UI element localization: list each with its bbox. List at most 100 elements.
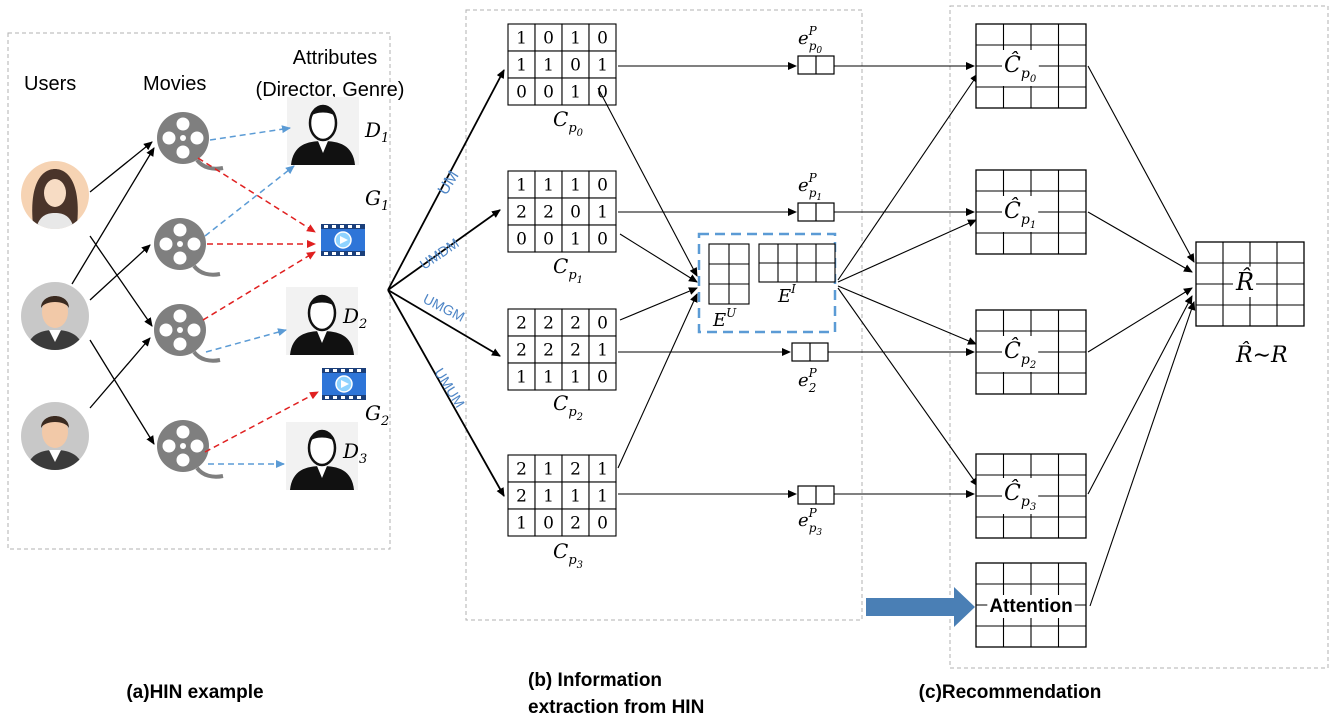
- matrix-cell-value: 2: [570, 514, 581, 534]
- recon-p0-label: Ĉp0: [1004, 51, 1037, 85]
- rating-matrix: [1195, 241, 1305, 327]
- metapath-umgm-label: UMGM: [421, 290, 468, 324]
- attention-label: Attention: [989, 596, 1072, 617]
- recon-p1-label: Ĉp1: [1004, 197, 1036, 231]
- attributes-subheader: (Director, Genre): [256, 79, 405, 101]
- matrix-cell-value: 1: [516, 368, 527, 388]
- matrix-cell-value: 1: [597, 203, 608, 223]
- recon-rating-edges: [1087, 65, 1196, 607]
- matrix-cell: [507, 50, 536, 79]
- matrix-cell: [561, 362, 590, 391]
- matrix-cell-value: 2: [543, 314, 554, 334]
- matrix-cell-value: 1: [516, 29, 527, 49]
- matrix-cell-value: 1: [570, 83, 581, 103]
- r-hat-approx-label: R̂∼R: [1235, 342, 1288, 368]
- matrix-cell-value: 2: [516, 460, 527, 480]
- matrix-cell-value: 0: [570, 56, 581, 76]
- ei-recon-edges: [837, 73, 979, 487]
- matrix-cell: [588, 481, 617, 510]
- matrix-cell: [534, 308, 563, 337]
- c-p2-label: Cp2: [553, 391, 583, 423]
- matrix-cell-value: 0: [543, 230, 554, 250]
- d1-label: D1: [364, 118, 389, 146]
- matrix-cell: [588, 335, 617, 364]
- matrix-cell-value: 1: [570, 487, 581, 507]
- label-backdrop: [1002, 50, 1039, 86]
- matrix-cell-value: 2: [543, 341, 554, 361]
- matrix-cell: [534, 77, 563, 106]
- film-reel-icon: [152, 302, 222, 363]
- metapath-umum-label: UMUM: [431, 365, 468, 410]
- c-p0-label: Cp0: [553, 107, 584, 139]
- g2-label: G2: [365, 401, 389, 429]
- matrix-cell-value: 0: [597, 29, 608, 49]
- matrix-cell-value: 0: [570, 203, 581, 223]
- matrix-cell-value: 0: [543, 514, 554, 534]
- embedding-vectors: [791, 55, 835, 505]
- matrix-cell-value: 0: [543, 29, 554, 49]
- panel-b-border: [465, 9, 863, 621]
- matrix-cell-value: 0: [597, 368, 608, 388]
- matrix-cell: [588, 77, 617, 106]
- eu-label: EU: [712, 306, 737, 331]
- recon-p2-label: Ĉp2: [1004, 337, 1036, 371]
- matrix-cell-value: 0: [597, 230, 608, 250]
- matrix-cell-value: 1: [597, 341, 608, 361]
- ei-label: EI: [777, 282, 796, 307]
- matrix-cell: [561, 170, 590, 199]
- label-backdrop: [1002, 336, 1039, 372]
- matrix-cell-value: 1: [516, 56, 527, 76]
- matrix-cell: [507, 454, 536, 483]
- matrix-cell: [534, 508, 563, 537]
- label-backdrop: [987, 595, 1075, 618]
- matrix-embedding-edges: [618, 62, 797, 498]
- matrix-cell-value: 2: [516, 203, 527, 223]
- matrix-cell: [588, 224, 617, 253]
- label-backdrop: [1002, 196, 1039, 232]
- matrix-cell-value: 1: [543, 56, 554, 76]
- matrix-cell-value: 2: [516, 314, 527, 334]
- matrix-cell-value: 1: [570, 230, 581, 250]
- metapath-umdm-label: UMDM: [417, 235, 462, 273]
- film-reel-icon: [155, 110, 225, 171]
- matrix-cell-value: 0: [516, 230, 527, 250]
- matrix-cell: [588, 170, 617, 199]
- matrix-cell: [561, 481, 590, 510]
- attention-arrow: [866, 587, 975, 627]
- matrix-cell: [561, 508, 590, 537]
- movies-header: Movies: [143, 73, 206, 95]
- matrix-cell-value: 2: [570, 314, 581, 334]
- male-user-avatar-icon: [21, 402, 89, 476]
- embedding-recon-edges: [828, 62, 975, 498]
- matrix-cell: [588, 454, 617, 483]
- matrix-cell-value: 1: [543, 368, 554, 388]
- c-p3-label: Cp3: [553, 539, 583, 571]
- matrix-cell: [534, 335, 563, 364]
- matrix-cell: [507, 224, 536, 253]
- ei-matrix: [758, 243, 836, 283]
- matrix-eu-edges: [597, 87, 698, 469]
- director-avatar-icon: [285, 95, 361, 167]
- r-hat-label: R̂: [1235, 268, 1254, 296]
- d3-label: D3: [342, 439, 367, 467]
- user-item-embedding-box: [697, 232, 837, 334]
- matrix-cell-value: 1: [570, 29, 581, 49]
- matrix-cell-value: 1: [570, 176, 581, 196]
- matrix-cell: [507, 197, 536, 226]
- panel-a-caption: (a)HIN example: [126, 682, 263, 703]
- matrix-cell: [588, 197, 617, 226]
- matrix-cell-value: 0: [597, 83, 608, 103]
- matrix-cell: [507, 508, 536, 537]
- matrix-cell-value: 1: [543, 487, 554, 507]
- panel-b-caption-line2: extraction from HIN: [528, 697, 704, 718]
- matrix-cell: [534, 224, 563, 253]
- matrix-cell: [561, 224, 590, 253]
- matrix-cell-value: 1: [570, 368, 581, 388]
- movie-director-edges: [204, 125, 295, 468]
- matrix-cell: [534, 362, 563, 391]
